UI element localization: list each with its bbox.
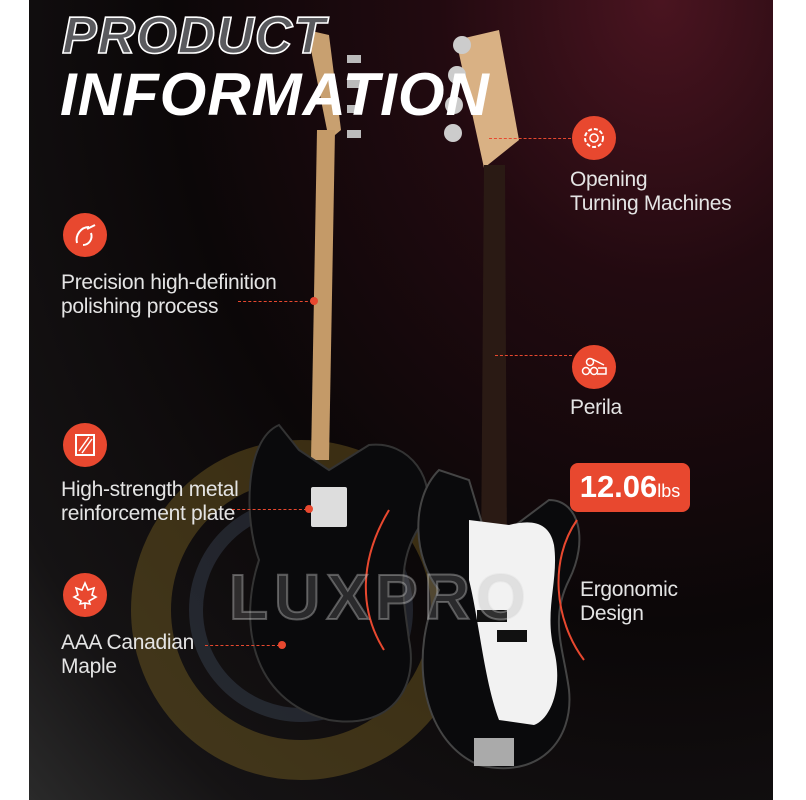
tuners-line-2: Turning Machines <box>570 192 732 215</box>
logs-icon <box>572 345 616 389</box>
polishing-dot <box>310 297 318 305</box>
weight-badge: 12.06 lbs <box>570 463 690 512</box>
polishing-connector <box>238 301 313 302</box>
maple-leaf-icon <box>63 573 107 617</box>
front-guitar-headstock <box>456 30 519 168</box>
ergonomic-line-1: Ergonomic <box>580 578 678 601</box>
title-line-1: PRODUCT <box>61 6 327 66</box>
weight-value: 12.06 <box>579 469 658 504</box>
plate-line-2: reinforcement plate <box>61 502 236 525</box>
polishing-line-1: Precision high-definition <box>61 271 277 294</box>
plate-dot <box>305 505 313 513</box>
polishing-line-2: polishing process <box>61 295 219 318</box>
tuners-connector <box>489 138 571 139</box>
plate-line-1: High-strength metal <box>61 478 239 501</box>
bridge <box>474 738 514 766</box>
neck-plate <box>311 487 347 527</box>
back-guitar-neck <box>311 130 335 460</box>
back-guitar-headstock <box>307 30 341 140</box>
polishing-icon <box>63 213 107 257</box>
watermark: LUXPRO <box>228 560 532 634</box>
maple-line-2: Maple <box>61 655 117 678</box>
plate-icon <box>63 423 107 467</box>
gear-icon <box>572 116 616 160</box>
perila-label: Perila <box>570 396 622 419</box>
product-info-panel: LUXPRO PRODUCT INFORMATION Precision hig… <box>29 0 773 800</box>
weight-unit: lbs <box>657 481 681 501</box>
tuners-line-1: Opening <box>570 168 648 191</box>
maple-label: AAA Canadian Maple <box>61 631 194 679</box>
bass-guitars-illustration <box>131 30 585 780</box>
ergonomic-label: Ergonomic Design <box>580 578 678 626</box>
title-line-2: INFORMATION <box>60 61 490 128</box>
pickguard <box>469 520 558 725</box>
maple-line-1: AAA Canadian <box>61 631 195 654</box>
perila-connector <box>495 355 572 356</box>
plate-connector <box>232 509 307 510</box>
tuners-label: Opening Turning Machines <box>570 168 732 216</box>
ergonomic-line-2: Design <box>580 602 644 625</box>
polishing-label: Precision high-definition polishing proc… <box>61 271 277 319</box>
maple-dot <box>278 641 286 649</box>
plate-label: High-strength metal reinforcement plate <box>61 478 239 526</box>
front-guitar-fretboard <box>481 165 507 560</box>
maple-connector <box>205 645 280 646</box>
